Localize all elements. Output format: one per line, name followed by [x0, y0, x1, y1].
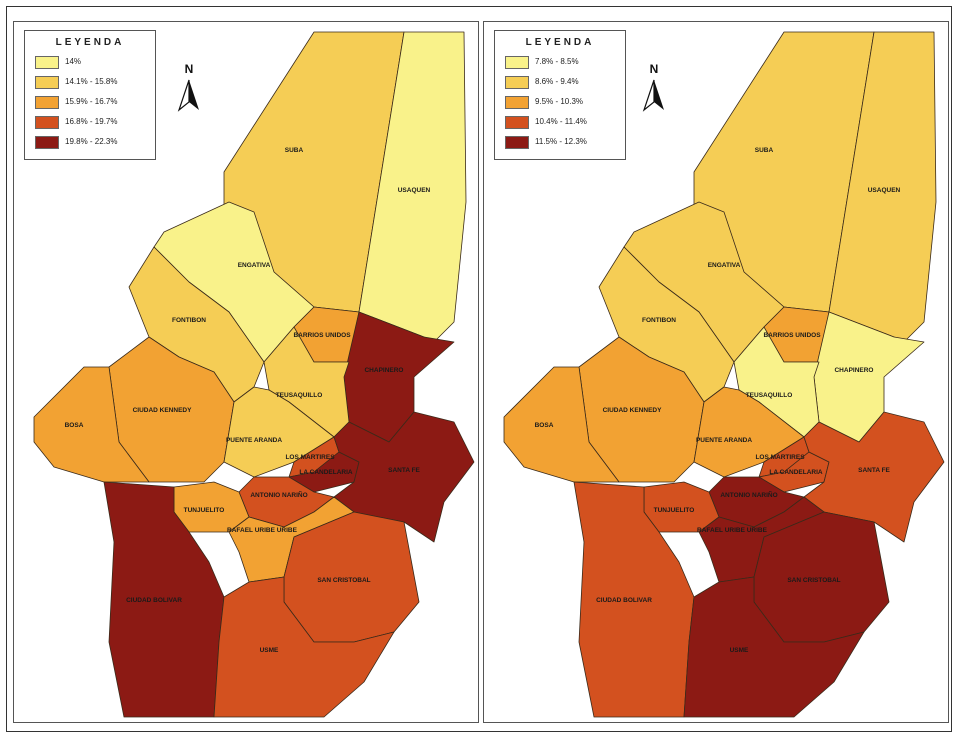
legend-label: 14%: [65, 57, 82, 66]
legend-label: 8.6% - 9.4%: [535, 77, 579, 86]
legend-label: 19.8% - 22.3%: [65, 137, 118, 146]
district-label: SUBA: [755, 147, 774, 154]
district-label: BARRIOS UNIDOS: [293, 332, 351, 339]
district-label: TUNJUELITO: [654, 507, 695, 514]
north-arrow: N: [634, 62, 674, 122]
district-usme: [683, 576, 865, 718]
legend-swatch: [505, 116, 529, 129]
legend-label: 7.8% - 8.5%: [535, 57, 579, 66]
district-usme: [213, 576, 395, 718]
figure-frame: SUBA USAQUEN ENGATIVA FONTIBON BARRIOS UNIDO…: [6, 6, 952, 732]
legend-swatch: [35, 136, 59, 149]
district-label: USME: [260, 647, 279, 654]
district-label: CIUDAD KENNEDY: [603, 407, 663, 414]
legend-right: LEYENDA 7.8% - 8.5% 8.6% - 9.4% 9.5% - 1…: [494, 30, 626, 160]
legend-item: 7.8% - 8.5%: [505, 55, 623, 69]
legend-item: 16.8% - 19.7%: [35, 115, 153, 129]
legend-swatch: [505, 76, 529, 89]
legend-swatch: [35, 56, 59, 69]
district-label: USME: [730, 647, 749, 654]
district-bosa: [33, 366, 150, 483]
district-label: SANTA FE: [388, 467, 420, 474]
legend-item: 8.6% - 9.4%: [505, 75, 623, 89]
legend-item: 14%: [35, 55, 153, 69]
district-label: CIUDAD KENNEDY: [133, 407, 193, 414]
district-label: CHAPINERO: [834, 367, 873, 374]
district-label: ANTONIO NARIÑO: [250, 490, 307, 499]
north-arrow-icon: [642, 79, 664, 112]
district-label: USAQUEN: [398, 187, 431, 194]
legend-label: 16.8% - 19.7%: [65, 117, 118, 126]
district-label: SAN CRISTOBAL: [787, 577, 840, 584]
north-arrow: N: [169, 62, 209, 122]
legend-swatch: [505, 56, 529, 69]
legend-swatch: [35, 76, 59, 89]
legend-swatch: [505, 136, 529, 149]
district-label: LA CANDELARIA: [769, 469, 823, 476]
legend-label: 15.9% - 16.7%: [65, 97, 118, 106]
district-label: RAFAEL URIBE URIBE: [697, 527, 768, 534]
map-panel-right: SUBA USAQUEN ENGATIVA FONTIBON BARRIOS UNIDO…: [483, 21, 949, 723]
district-bosa: [503, 366, 620, 483]
legend-item: 11.5% - 12.3%: [505, 135, 623, 149]
district-label: LOS MARTIRES: [285, 454, 335, 461]
district-label: CHAPINERO: [364, 367, 403, 374]
district-label: SANTA FE: [858, 467, 890, 474]
district-label: USAQUEN: [868, 187, 901, 194]
district-label: BARRIOS UNIDOS: [763, 332, 821, 339]
district-label: CIUDAD BOLIVAR: [126, 597, 182, 604]
legend-label: 10.4% - 11.4%: [535, 117, 587, 126]
district-label: FONTIBON: [172, 317, 206, 324]
legend-swatch: [35, 96, 59, 109]
legend-label: 11.5% - 12.3%: [535, 137, 587, 146]
district-label: TEUSAQUILLO: [276, 392, 323, 399]
legend-title: LEYENDA: [55, 37, 125, 48]
legend-item: 9.5% - 10.3%: [505, 95, 623, 109]
district-label: TEUSAQUILLO: [746, 392, 793, 399]
north-label: N: [184, 62, 194, 76]
legend-item: 10.4% - 11.4%: [505, 115, 623, 129]
district-label: RAFAEL URIBE URIBE: [227, 527, 298, 534]
district-label: TUNJUELITO: [184, 507, 225, 514]
legend-item: 14.1% - 15.8%: [35, 75, 153, 89]
legend-title: LEYENDA: [525, 37, 595, 48]
district-label: ENGATIVA: [708, 262, 741, 269]
legend-left: LEYENDA 14% 14.1% - 15.8% 15.9% - 16.7% …: [24, 30, 156, 160]
legend-swatch: [505, 96, 529, 109]
north-label: N: [649, 62, 659, 76]
north-arrow-icon: [177, 79, 199, 112]
legend-item: 15.9% - 16.7%: [35, 95, 153, 109]
district-label: ENGATIVA: [238, 262, 271, 269]
district-label: ANTONIO NARIÑO: [720, 490, 777, 499]
district-label: LA CANDELARIA: [299, 469, 353, 476]
legend-label: 9.5% - 10.3%: [535, 97, 584, 106]
district-label: BOSA: [535, 422, 554, 429]
district-label: BOSA: [65, 422, 84, 429]
district-label: PUENTE ARANDA: [226, 437, 282, 444]
choropleth-map-left: SUBA USAQUEN ENGATIVA FONTIBON BARRIOS UNIDO…: [33, 31, 475, 718]
map-panel-left: SUBA USAQUEN ENGATIVA FONTIBON BARRIOS UNIDO…: [13, 21, 479, 723]
legend-item: 19.8% - 22.3%: [35, 135, 153, 149]
legend-swatch: [35, 116, 59, 129]
legend-label: 14.1% - 15.8%: [65, 77, 118, 86]
district-label: FONTIBON: [642, 317, 676, 324]
district-label: SAN CRISTOBAL: [317, 577, 370, 584]
district-label: PUENTE ARANDA: [696, 437, 752, 444]
district-label: LOS MARTIRES: [755, 454, 805, 461]
choropleth-map-right: SUBA USAQUEN ENGATIVA FONTIBON BARRIOS UNIDO…: [503, 31, 945, 718]
district-label: CIUDAD BOLIVAR: [596, 597, 652, 604]
district-label: SUBA: [285, 147, 304, 154]
